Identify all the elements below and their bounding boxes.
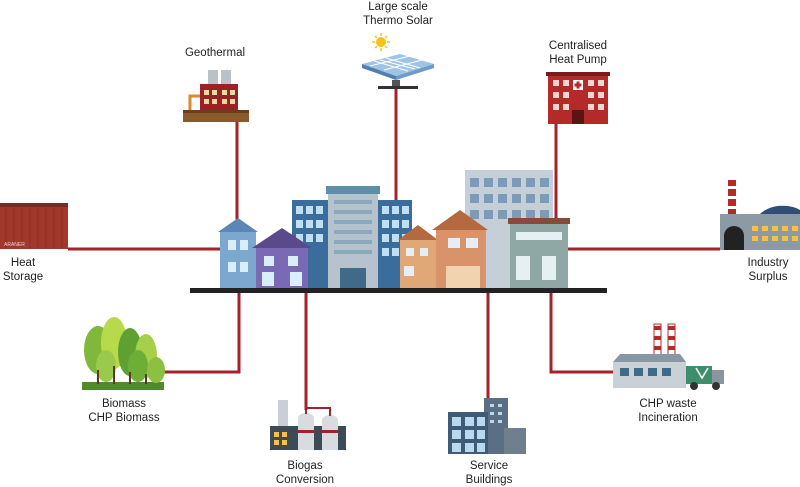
solar-panel-icon bbox=[362, 33, 434, 89]
label-chp-waste: CHP waste Incineration bbox=[618, 397, 718, 425]
label-geothermal: Geothermal bbox=[182, 46, 248, 60]
label-thermo-solar: Large scale Thermo Solar bbox=[350, 0, 446, 28]
office-building-icon bbox=[448, 398, 526, 454]
label-heat-storage-line-2: Storage bbox=[2, 271, 44, 283]
ground-line bbox=[190, 288, 607, 293]
forest-icon bbox=[82, 317, 165, 390]
factory-icon bbox=[720, 180, 800, 250]
city-buildings-icon bbox=[190, 170, 607, 293]
label-service-buildings-line-1: Service bbox=[469, 460, 509, 472]
connector-chp-waste bbox=[549, 292, 613, 374]
label-heat-pump: Centralised Heat Pump bbox=[530, 39, 626, 67]
storage-tank-icon: ARANER bbox=[0, 203, 68, 249]
label-biomass-line-1: Biomass bbox=[101, 398, 147, 410]
heat-pump-building-icon bbox=[546, 72, 610, 124]
incineration-plant-icon bbox=[613, 323, 724, 390]
label-service-buildings: Service Buildings bbox=[444, 459, 534, 487]
label-biogas-line-1: Biogas bbox=[287, 460, 323, 472]
label-chp-waste-line-2: Incineration bbox=[638, 412, 698, 424]
biogas-plant-icon bbox=[270, 400, 346, 450]
label-geothermal-line-1: Geothermal bbox=[184, 47, 246, 59]
label-thermo-solar-line-2: Thermo Solar bbox=[363, 15, 433, 27]
label-biogas: Biogas Conversion bbox=[260, 459, 350, 487]
geothermal-plant-icon bbox=[183, 70, 249, 122]
label-industry-surplus-line-2: Surplus bbox=[748, 271, 788, 283]
label-biomass-line-2: CHP Biomass bbox=[88, 412, 160, 424]
label-biomass: Biomass CHP Biomass bbox=[74, 397, 174, 425]
tank-brand: ARANER bbox=[4, 242, 25, 248]
label-industry-surplus: Industry Surplus bbox=[738, 256, 798, 284]
label-industry-surplus-line-1: Industry bbox=[747, 257, 789, 269]
label-heat-storage-line-1: Heat bbox=[10, 257, 36, 269]
connector-biomass bbox=[163, 292, 241, 374]
label-heat-pump-line-1: Centralised bbox=[548, 40, 608, 52]
label-heat-pump-line-2: Heat Pump bbox=[549, 54, 607, 66]
label-biogas-line-2: Conversion bbox=[275, 474, 335, 486]
label-heat-storage: Heat Storage bbox=[0, 256, 46, 284]
connectors bbox=[68, 87, 720, 410]
label-chp-waste-line-1: CHP waste bbox=[639, 398, 697, 410]
label-thermo-solar-line-1: Large scale bbox=[368, 1, 428, 13]
label-service-buildings-line-2: Buildings bbox=[465, 474, 513, 486]
